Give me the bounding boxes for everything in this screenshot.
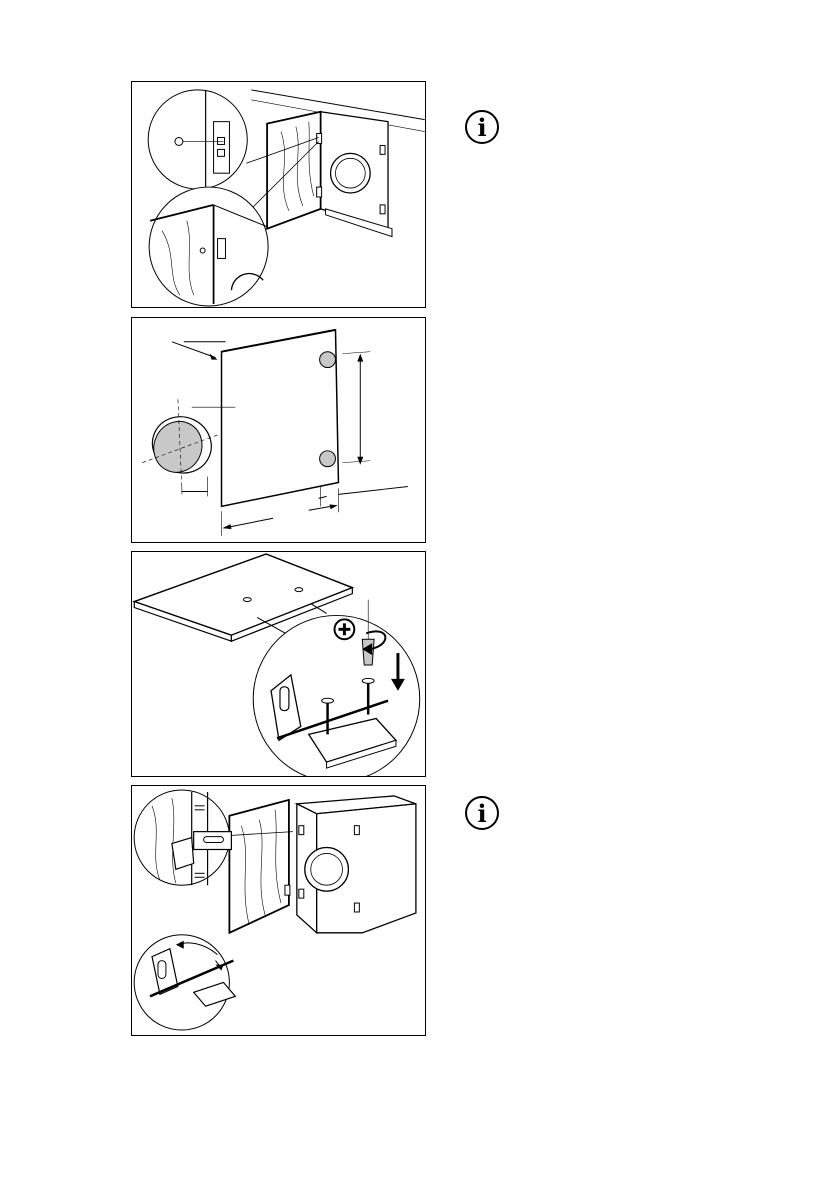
figure-door-mounting bbox=[131, 785, 426, 1036]
info-icon: i bbox=[465, 796, 499, 830]
figure-door-hinge-alignment bbox=[131, 81, 426, 308]
door-hinge-illustration bbox=[132, 82, 425, 307]
hinge-screw-illustration bbox=[132, 552, 425, 776]
door-mounting-illustration bbox=[132, 786, 425, 1035]
info-icon: i bbox=[465, 110, 499, 144]
panel-dimension-drawing bbox=[132, 318, 425, 542]
figure-hinge-screw-fastening bbox=[131, 551, 426, 777]
figure-panel-dimensions bbox=[131, 317, 426, 543]
